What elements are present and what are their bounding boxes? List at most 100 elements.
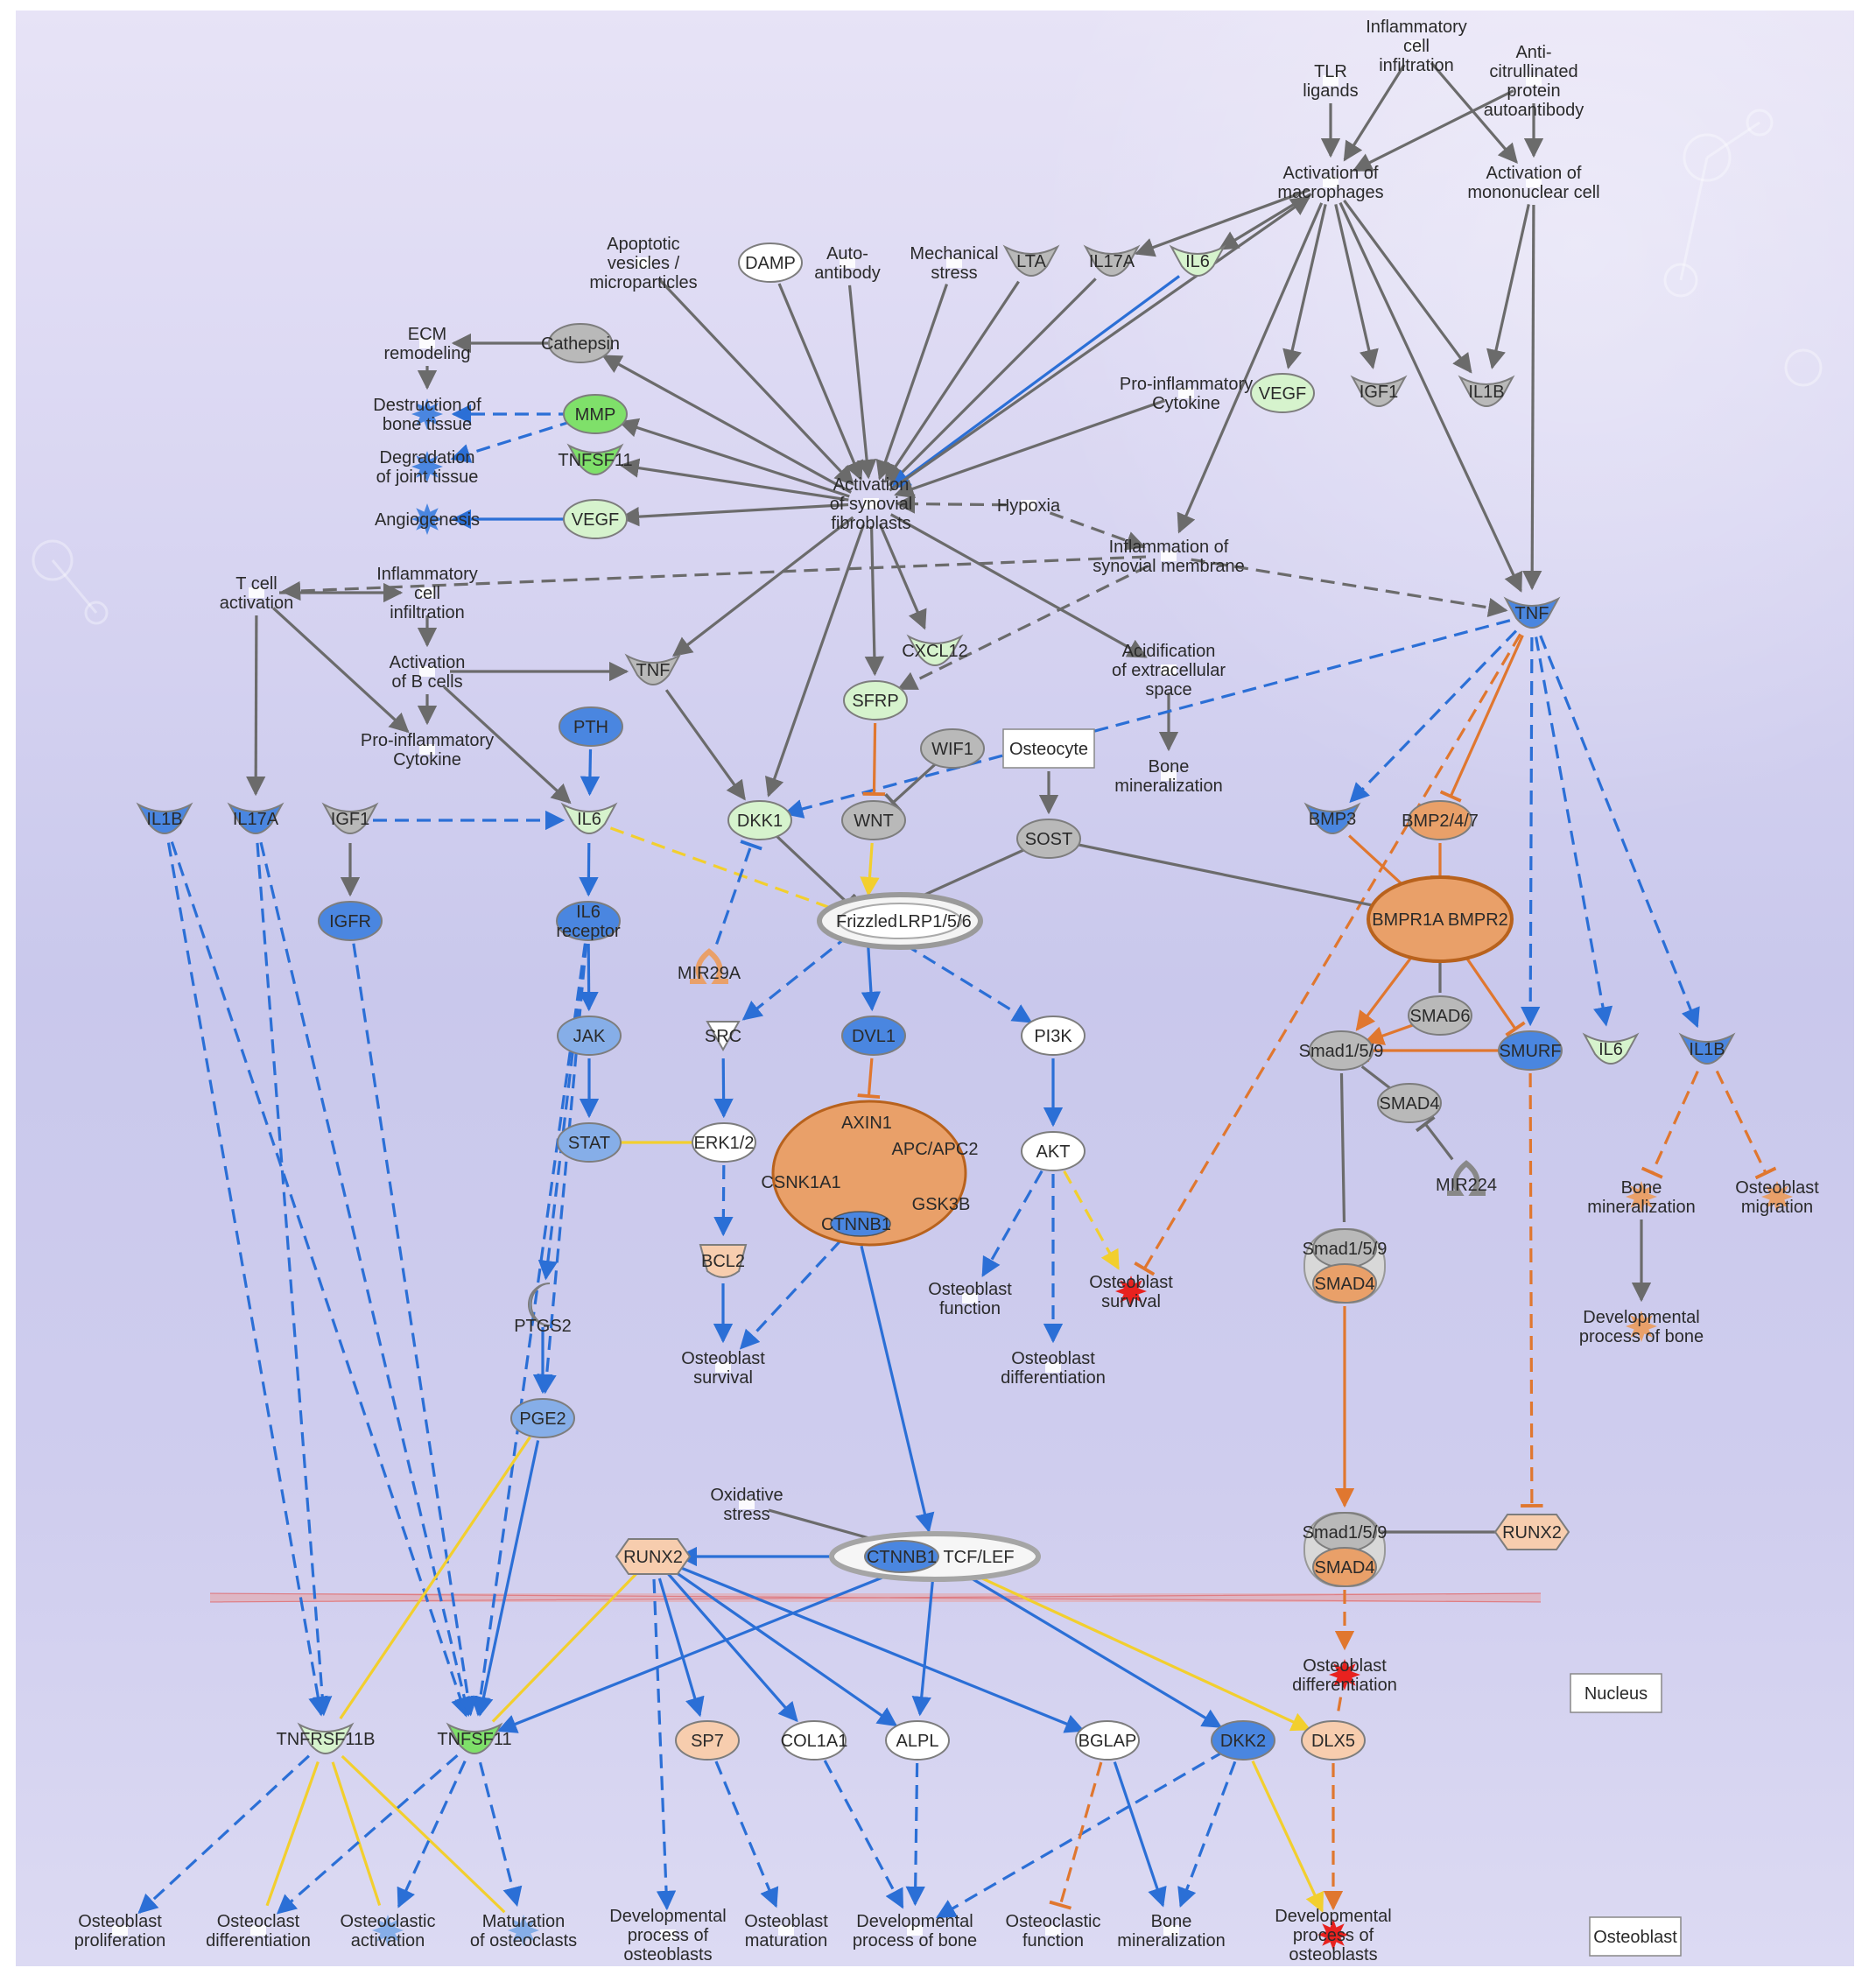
node-pge2[interactable]: PGE2 (510, 1398, 575, 1438)
node-tnf-mid[interactable]: TNF (624, 653, 682, 685)
node-mmp[interactable]: MMP (563, 394, 628, 434)
node-il6-far[interactable]: IL6 (1582, 1032, 1640, 1065)
node-pth[interactable]: PTH (559, 706, 623, 747)
node-tnfsf11-top[interactable]: TNFSF11 (558, 443, 633, 475)
node-dkk2[interactable]: DKK2 (1211, 1720, 1275, 1761)
node-hypoxia[interactable]: Hypoxia (997, 496, 1061, 516)
node-damp[interactable]: DAMP (738, 242, 803, 283)
node-tnfsf11-bot[interactable]: TNFSF11 (437, 1722, 512, 1754)
node-osteoblast-box[interactable]: Osteoblast (1589, 1916, 1682, 1957)
node-vegf-left[interactable]: VEGF (563, 499, 628, 539)
node-axin1[interactable]: AXIN1 (841, 1114, 892, 1133)
node-tnfrsf11b[interactable]: TNFRSF11B (277, 1722, 376, 1754)
node-auto-antibody[interactable]: Auto-antibody (814, 244, 881, 283)
node-mir29a[interactable]: MIR29A (678, 948, 741, 984)
node-vegf-right[interactable]: VEGF (1250, 373, 1315, 413)
node-il17a-top[interactable]: IL17A (1083, 244, 1141, 277)
node-runx2-left[interactable]: RUNX2 (615, 1538, 692, 1575)
node-wnt[interactable]: WNT (841, 800, 906, 840)
node-igfr[interactable]: IGFR (318, 901, 383, 941)
node-bcl2[interactable]: BCL2 (699, 1244, 748, 1278)
node-il1b-left[interactable]: IL1B (136, 802, 193, 834)
node-jak[interactable]: JAK (557, 1016, 622, 1056)
node-smad-complex-mid-smad4[interactable]: SMAD4 (1312, 1263, 1377, 1304)
node-ctnnb1-complex[interactable]: CTNNB1 (821, 1215, 891, 1234)
node-sfrp[interactable]: SFRP (843, 680, 908, 720)
node-csnk1a1[interactable]: CSNK1A1 (761, 1173, 840, 1192)
node-smad-complex-bot-smad[interactable]: Smad1/5/9 (1303, 1512, 1388, 1552)
node-wif1[interactable]: WIF1 (920, 728, 985, 769)
node-tnf-right[interactable]: TNF (1503, 596, 1561, 629)
node-src[interactable]: SRC (705, 1021, 741, 1052)
node-mir224[interactable]: MIR224 (1436, 1160, 1497, 1196)
node-smad6[interactable]: SMAD6 (1408, 995, 1472, 1036)
node-stat[interactable]: STAT (557, 1122, 622, 1163)
node-sost[interactable]: SOST (1016, 819, 1081, 859)
node-dvl1[interactable]: DVL1 (841, 1016, 906, 1056)
node-igf1-right[interactable]: IGF1 (1350, 375, 1408, 407)
node-akt[interactable]: AKT (1021, 1131, 1086, 1171)
node-erk12[interactable]: ERK1/2 (692, 1122, 756, 1163)
node-il6-top[interactable]: IL6 (1169, 244, 1226, 277)
node-frizzled[interactable]: Frizzled (817, 892, 983, 950)
node-smad-complex-bot-smad4[interactable]: SMAD4 (1312, 1547, 1377, 1587)
node-apc[interactable]: APC/APC2 (892, 1140, 979, 1159)
node-nucleus[interactable]: Nucleus (1570, 1673, 1662, 1713)
node-bglap[interactable]: BGLAP (1075, 1720, 1140, 1761)
node-cxcl12[interactable]: CXCL12 (902, 634, 968, 666)
node-dkk1[interactable]: DKK1 (727, 800, 792, 840)
node-il17a-left[interactable]: IL17A (227, 802, 285, 834)
node-sp7[interactable]: SP7 (675, 1720, 740, 1761)
node-pi3k[interactable]: PI3K (1021, 1016, 1086, 1056)
node-bmp3[interactable]: BMP3 (1303, 802, 1361, 834)
node-runx2-right[interactable]: RUNX2 (1493, 1514, 1570, 1550)
node-gsk3b[interactable]: GSK3B (912, 1195, 971, 1214)
node-lrp156[interactable]: LRP1/5/6 (898, 912, 971, 931)
node-dlx5[interactable]: DLX5 (1301, 1720, 1366, 1761)
node-cathepsin[interactable]: Cathepsin (541, 323, 620, 363)
node-bmpr[interactable]: BMPR1A BMPR2 (1367, 875, 1514, 963)
node-bmp247[interactable]: BMP2/4/7 (1402, 800, 1479, 840)
node-igf1-left[interactable]: IGF1 (321, 802, 379, 834)
node-alpl[interactable]: ALPL (885, 1720, 950, 1761)
node-ptgs2[interactable]: PTGS2 (514, 1283, 572, 1336)
